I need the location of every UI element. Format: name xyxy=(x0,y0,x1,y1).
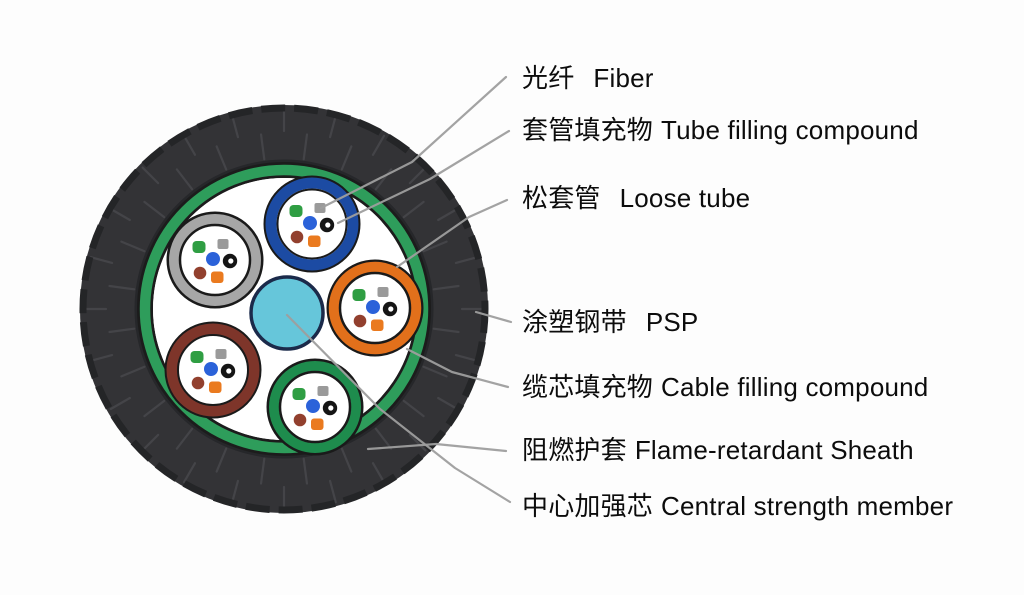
sheath-tread-mark xyxy=(231,114,240,139)
sheath-tread-mark xyxy=(454,256,479,265)
label-central-strength-en: Central strength member xyxy=(661,491,954,521)
sheath-tread-mark xyxy=(231,479,240,504)
label-sheath-en: Flame-retardant Sheath xyxy=(634,435,914,465)
leader-line-central-strength xyxy=(285,313,512,504)
sheath-tread-mark xyxy=(437,207,459,222)
sheath-tread-mark xyxy=(402,200,425,219)
flame-retardant-sheath xyxy=(79,104,489,514)
loose-tube-green xyxy=(266,358,364,456)
label-loose-tube: 松套管 Loose tube xyxy=(522,183,750,213)
sheath-tread-mark xyxy=(109,207,131,222)
sheath-tread-mark xyxy=(454,353,479,362)
loose-tube-blue xyxy=(263,175,361,273)
loose-tube-gray xyxy=(166,211,264,309)
tube-ring xyxy=(166,323,260,417)
sheath-tread-mark xyxy=(215,447,228,473)
label-psp-en: PSP xyxy=(645,307,699,337)
loose-tube-orange xyxy=(326,259,424,357)
tube-inner-edge xyxy=(178,223,252,297)
sheath-tread-mark xyxy=(143,399,166,418)
sheath-tread-mark xyxy=(422,365,448,378)
sheath-outer-rim xyxy=(79,104,489,514)
label-sheath-cn: 阻燃护套 xyxy=(522,435,627,465)
sheath-tread-mark xyxy=(120,240,146,253)
sheath-tread-mark xyxy=(371,462,386,484)
sheath-tread-mark xyxy=(437,396,459,411)
label-psp: 涂塑钢带 PSP xyxy=(522,307,698,337)
sheath-tread-mark xyxy=(408,166,427,185)
tube-inner-edge xyxy=(338,271,412,345)
sheath-tread-mark xyxy=(340,447,353,473)
leader-lines xyxy=(285,75,513,504)
label-tube-filling-cn: 套管填充物 xyxy=(522,115,654,145)
sheath-tread-mark xyxy=(422,240,448,253)
sheath-tread-mark xyxy=(259,457,266,485)
label-fiber-cn: 光纤 xyxy=(522,63,575,93)
sheath-tread-mark xyxy=(120,365,146,378)
sheath-tread-mark xyxy=(182,462,197,484)
label-cable-filling: 缆芯填充物 Cable filling compound xyxy=(522,372,928,402)
sheath-tread-mark xyxy=(371,134,386,156)
sheath-tread-mark xyxy=(408,433,427,452)
tube-ring xyxy=(169,214,261,306)
sheath-tread-mark xyxy=(108,284,136,291)
tube-inner-edge xyxy=(177,334,249,406)
sheath-tread-mark xyxy=(302,457,309,485)
sheath-tread-mark xyxy=(108,327,136,334)
label-fiber-en: Fiber xyxy=(593,63,654,93)
label-central-strength: 中心加强芯 Central strength member xyxy=(522,491,953,521)
label-loose-tube-en: Loose tube xyxy=(619,183,751,213)
leader-line-loose-tube xyxy=(395,198,509,269)
label-sheath: 阻燃护套 Flame-retardant Sheath xyxy=(522,435,914,465)
sheath-tread-mark xyxy=(215,145,228,171)
sheath-tread-mark xyxy=(432,327,460,334)
sheath-tread-mark xyxy=(402,399,425,418)
label-loose-tube-cn: 松套管 xyxy=(522,183,601,213)
sheath-tread-mark xyxy=(89,256,114,265)
central-strength-member xyxy=(249,275,325,351)
leader-line-fiber xyxy=(319,75,508,210)
sheath-tread-mark xyxy=(175,427,194,450)
sheath-tread-mark xyxy=(141,433,160,452)
sheath-tread-mark xyxy=(328,114,337,139)
sheath-tread-mark xyxy=(328,479,337,504)
tube-ring xyxy=(328,261,422,355)
label-cable-filling-en: Cable filling compound xyxy=(661,372,929,402)
sheath-tread xyxy=(82,107,486,511)
leader-line-psp xyxy=(474,310,513,324)
label-fiber: 光纤 Fiber xyxy=(522,63,654,93)
sheath-inner-edge xyxy=(134,159,434,459)
leader-line-cable-filling xyxy=(405,347,510,389)
loose-tube-brown xyxy=(164,321,262,419)
sheath-tread-mark xyxy=(141,166,160,185)
sheath-body xyxy=(80,105,488,513)
sheath-tread-mark xyxy=(143,200,166,219)
tube-inner-edge xyxy=(276,188,348,260)
label-psp-cn: 涂塑钢带 xyxy=(522,307,627,337)
sheath-tread-mark xyxy=(374,427,393,450)
label-tube-filling-en: Tube filling compound xyxy=(661,115,919,145)
tube-ring xyxy=(265,177,359,271)
sheath-tread-mark xyxy=(432,284,460,291)
tube-inner-edge xyxy=(278,370,352,444)
sheath-tread-mark xyxy=(89,353,114,362)
label-central-strength-cn: 中心加强芯 xyxy=(522,491,654,521)
sheath-tread-mark xyxy=(259,133,266,161)
leader-line-tube-filling xyxy=(336,129,511,225)
sheath-tread-mark xyxy=(182,134,197,156)
leader-line-sheath xyxy=(366,442,508,453)
sheath-tread-mark xyxy=(302,133,309,161)
sheath-tread-mark xyxy=(340,145,353,171)
sheath-tread-mark xyxy=(175,168,194,191)
tube-ring xyxy=(269,361,361,453)
label-cable-filling-cn: 缆芯填充物 xyxy=(522,372,654,402)
label-tube-filling: 套管填充物 Tube filling compound xyxy=(522,115,919,145)
sheath-tread-mark xyxy=(109,396,131,411)
